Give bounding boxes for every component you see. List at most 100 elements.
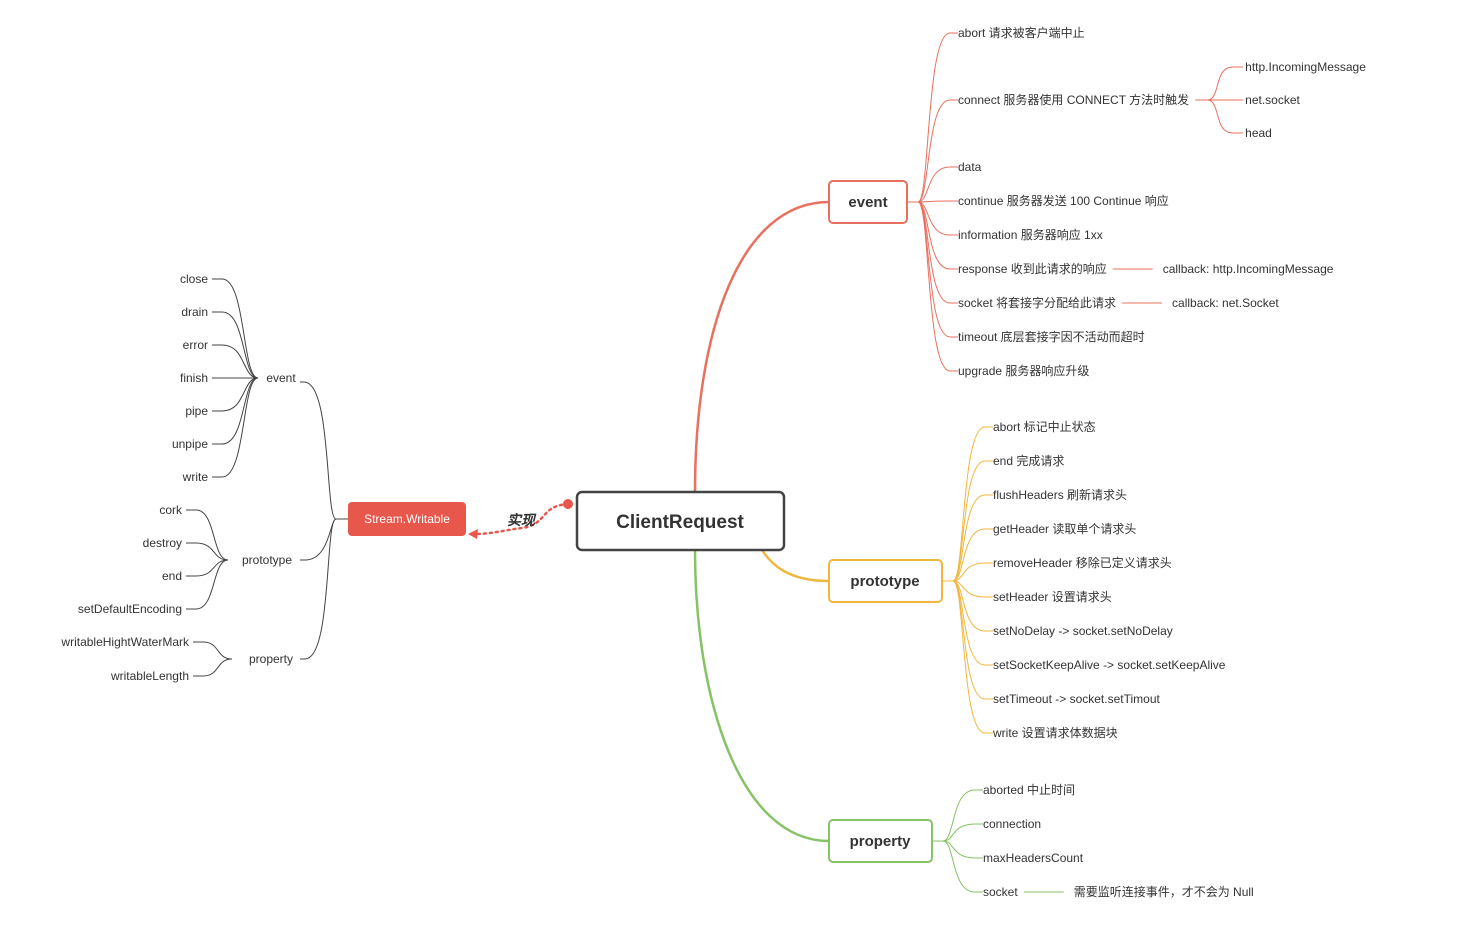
- stream-writable-node[interactable]: Stream.Writable: [348, 502, 466, 536]
- stream-writable-label: Stream.Writable: [364, 512, 450, 526]
- property-child-item[interactable]: 需要监听连接事件，才不会为 Null: [1074, 884, 1254, 899]
- sw-prototype-label[interactable]: prototype: [242, 553, 292, 567]
- connector-layer: [186, 32, 1244, 893]
- event-child-item[interactable]: http.IncomingMessage: [1245, 60, 1366, 74]
- connector-sw-prototype-item: [186, 559, 229, 577]
- event-item[interactable]: information 服务器响应 1xx: [958, 227, 1103, 242]
- connector-sw-event-item: [212, 377, 259, 478]
- connector-prototype-item: [942, 528, 993, 582]
- property-branch-box: [828, 819, 933, 863]
- connector-event-item: [907, 201, 958, 236]
- property-item[interactable]: aborted 中止时间: [983, 782, 1075, 797]
- sw-event-item[interactable]: write: [182, 470, 209, 484]
- sw-event-item[interactable]: close: [180, 272, 208, 286]
- prototype-branch-node[interactable]: prototype: [828, 559, 943, 603]
- prototype-branch-box: [828, 559, 943, 603]
- prototype-item[interactable]: getHeader 读取单个请求头: [993, 522, 1136, 536]
- prototype-item[interactable]: setNoDelay -> socket.setNoDelay: [993, 624, 1173, 638]
- label-layer: abort 请求被客户端中止 connect 服务器使用 CONNECT 方法时触…: [60, 25, 1366, 899]
- connector-prototype-item: [942, 580, 993, 598]
- prototype-item[interactable]: setTimeout -> socket.setTimout: [993, 692, 1161, 706]
- connector-property-item: [932, 840, 983, 859]
- connector-prototype-item: [942, 580, 993, 632]
- connector-sw-prototype-item: [186, 509, 229, 561]
- root-label: ClientRequest: [616, 512, 744, 533]
- event-item[interactable]: response 收到此请求的响应: [958, 261, 1107, 276]
- connector-event-item: [907, 201, 958, 372]
- property-item[interactable]: maxHeadersCount: [983, 851, 1084, 865]
- relation-start-dot: [563, 499, 573, 509]
- connector-root-event: [693, 200, 830, 493]
- event-item[interactable]: upgrade 服务器响应升级: [958, 363, 1089, 378]
- connector-prototype-item: [942, 580, 993, 734]
- relation-arrowhead: [468, 529, 478, 539]
- prototype-item[interactable]: write 设置请求体数据块: [992, 725, 1118, 740]
- connector-property-item: [932, 823, 983, 842]
- property-item[interactable]: connection: [983, 817, 1041, 831]
- connector-sw-event-item: [212, 278, 259, 379]
- sw-prototype-item[interactable]: destroy: [143, 536, 182, 550]
- property-branch-label: property: [850, 833, 912, 850]
- connector-sw-prototype: [300, 518, 348, 561]
- event-branch-label: event: [848, 194, 887, 211]
- event-item[interactable]: abort 请求被客户端中止: [958, 25, 1085, 40]
- sw-property-item[interactable]: writableLength: [110, 669, 189, 683]
- connector-event-child: [1207, 99, 1244, 134]
- prototype-item[interactable]: setSocketKeepAlive -> socket.setKeepAliv…: [993, 658, 1226, 672]
- sw-event-item[interactable]: unpipe: [172, 437, 208, 451]
- prototype-item[interactable]: end 完成请求: [993, 453, 1064, 468]
- event-child-item[interactable]: net.socket: [1245, 93, 1300, 107]
- connector-prototype-item: [942, 580, 993, 666]
- event-item[interactable]: socket 将套接字分配给此请求: [958, 295, 1116, 310]
- root-node-box: [575, 490, 786, 552]
- connector-sw-event-item: [212, 311, 259, 379]
- relation-dotted-line: [472, 502, 570, 536]
- event-item[interactable]: timeout 底层套接字因不活动而超时: [958, 329, 1145, 344]
- stream-writable-box: [348, 502, 466, 536]
- event-child-item[interactable]: head: [1245, 126, 1272, 140]
- connector-sw-event: [300, 381, 348, 520]
- connector-event-item: [907, 99, 958, 203]
- sw-property-label[interactable]: property: [249, 652, 293, 666]
- sw-event-item[interactable]: finish: [180, 371, 208, 385]
- relation-label: 实现: [507, 512, 537, 528]
- property-item[interactable]: socket: [983, 885, 1018, 899]
- sw-prototype-item[interactable]: cork: [159, 503, 183, 517]
- connector-event-child: [1207, 66, 1244, 101]
- event-item[interactable]: connect 服务器使用 CONNECT 方法时触发: [958, 92, 1189, 107]
- connector-property-item: [932, 840, 983, 893]
- event-child-item[interactable]: callback: http.IncomingMessage: [1163, 262, 1334, 276]
- property-branch-node[interactable]: property: [828, 819, 933, 863]
- connector-root-property: [693, 549, 830, 843]
- connector-sw-property-item: [193, 658, 233, 677]
- root-node[interactable]: ClientRequest: [575, 490, 786, 552]
- event-item[interactable]: data: [958, 160, 982, 174]
- event-branch-node[interactable]: event: [828, 180, 908, 224]
- event-item[interactable]: continue 服务器发送 100 Continue 响应: [958, 193, 1169, 208]
- sw-prototype-item[interactable]: end: [162, 569, 182, 583]
- sw-event-item[interactable]: error: [183, 338, 208, 352]
- sw-event-item[interactable]: pipe: [185, 404, 208, 418]
- sw-property-item[interactable]: writableHightWaterMark: [60, 635, 190, 649]
- connector-sw-prototype-item: [186, 542, 229, 561]
- connector-event-item: [907, 201, 958, 304]
- relation-connector[interactable]: 实现: [468, 499, 573, 539]
- connector-prototype-item: [942, 494, 993, 582]
- prototype-item[interactable]: flushHeaders 刷新请求头: [993, 487, 1127, 502]
- sw-prototype-item[interactable]: setDefaultEncoding: [78, 602, 182, 616]
- connector-event-item: [907, 166, 958, 203]
- prototype-item[interactable]: setHeader 设置请求头: [993, 590, 1112, 604]
- connector-root-prototype: [760, 549, 830, 583]
- sw-event-label[interactable]: event: [266, 371, 296, 385]
- connector-sw-property: [300, 518, 348, 660]
- event-child-item[interactable]: callback: net.Socket: [1172, 296, 1279, 310]
- connector-sw-property-item: [193, 641, 233, 660]
- prototype-item[interactable]: abort 标记中止状态: [993, 419, 1096, 434]
- sw-event-item[interactable]: drain: [181, 305, 208, 319]
- connector-prototype-item: [942, 562, 993, 582]
- prototype-item[interactable]: removeHeader 移除已定义请求头: [993, 555, 1172, 570]
- connector-sw-event-item: [212, 377, 259, 445]
- prototype-branch-label: prototype: [850, 573, 919, 590]
